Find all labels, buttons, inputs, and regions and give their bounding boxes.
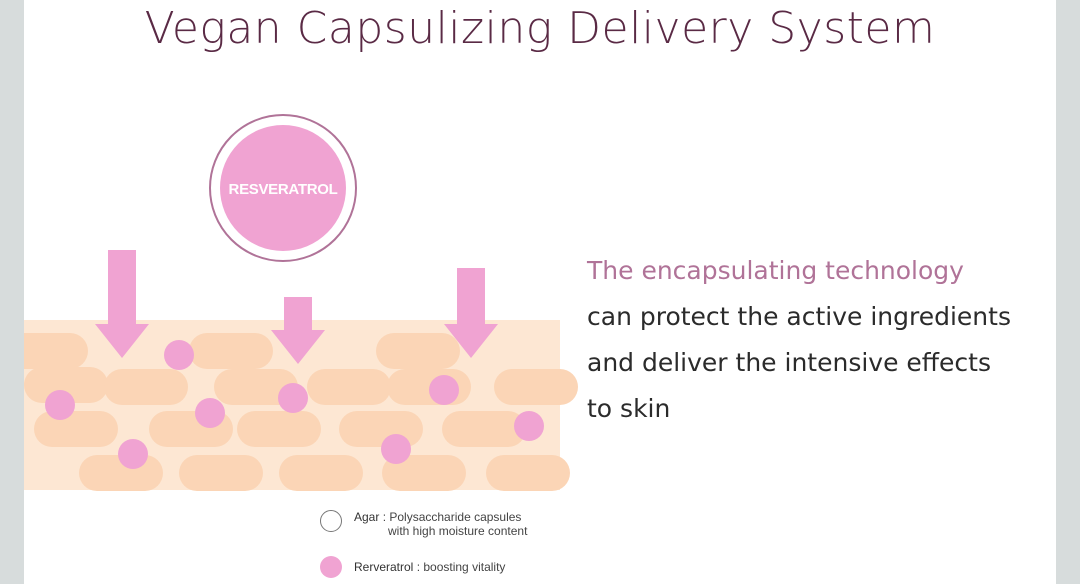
legend-item-resveratrol: Rerveratrol : boosting vitality xyxy=(320,556,580,578)
skin-cells xyxy=(24,333,578,491)
legend-item-agar: Agar : Polysaccharide capsules with high… xyxy=(320,510,580,538)
legend-text-line2: with high moisture content xyxy=(388,524,528,538)
description-highlight: The encapsulating technology xyxy=(587,256,964,285)
capsule-label: RESVERATROL xyxy=(229,181,338,198)
content-panel: Vegan Capsulizing Delivery System xyxy=(24,0,1056,584)
page-title: Vegan Capsulizing Delivery System xyxy=(144,3,936,54)
delivery-diagram: RESVERATROL xyxy=(24,114,578,491)
arrows xyxy=(95,250,498,364)
description-line: can protect the active ingredients xyxy=(587,302,1011,331)
pink-circle-icon xyxy=(320,556,342,578)
hollow-circle-icon xyxy=(320,510,342,532)
description-line: and deliver the intensive effects xyxy=(587,348,991,377)
legend: Agar : Polysaccharide capsules with high… xyxy=(320,510,580,578)
arrow-down-icon xyxy=(444,268,498,358)
legend-text: : boosting vitality xyxy=(413,560,506,574)
arrow-down-icon xyxy=(271,297,325,364)
legend-name: Rerveratrol xyxy=(354,560,414,574)
legend-name: Agar xyxy=(354,510,380,524)
arrow-down-icon xyxy=(95,250,149,358)
resveratrol-particles xyxy=(45,340,544,469)
description: The encapsulating technology can protect… xyxy=(587,248,1067,432)
resveratrol-capsule: RESVERATROL xyxy=(209,114,357,262)
description-line: to skin xyxy=(587,394,671,423)
legend-text: : Polysaccharide capsules xyxy=(379,510,522,524)
